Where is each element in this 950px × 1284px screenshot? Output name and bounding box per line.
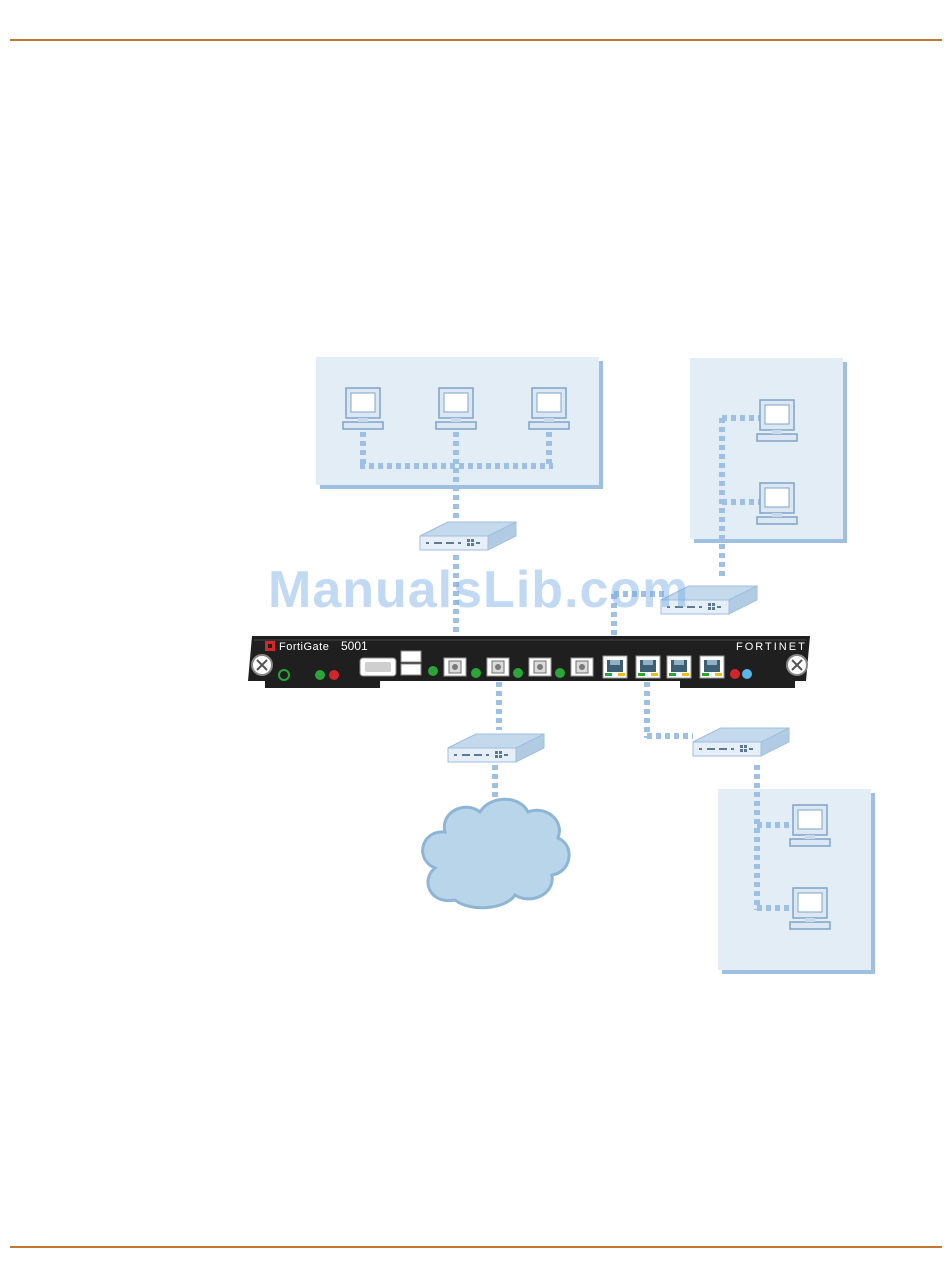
computer-icon: [790, 888, 830, 929]
computer-icon: [757, 483, 797, 524]
device-model-label: 5001: [341, 639, 368, 653]
switch-icon: [420, 522, 516, 550]
computer-icon: [790, 805, 830, 846]
computer-icon: [529, 388, 569, 429]
switch-icon: [448, 734, 544, 762]
computer-icon: [757, 400, 797, 441]
device-brand-label: FortiGate: [279, 641, 329, 653]
fortigate-blade-icon: FortiGate 5001 FORTINET: [248, 636, 810, 688]
network-box-right-top: [690, 358, 847, 543]
cloud-icon: [423, 799, 569, 908]
vendor-logo: FORTINET: [736, 641, 807, 653]
switch-icon: [661, 586, 757, 614]
switch-icon: [693, 728, 789, 756]
computer-icon: [343, 388, 383, 429]
computer-icon: [436, 388, 476, 429]
